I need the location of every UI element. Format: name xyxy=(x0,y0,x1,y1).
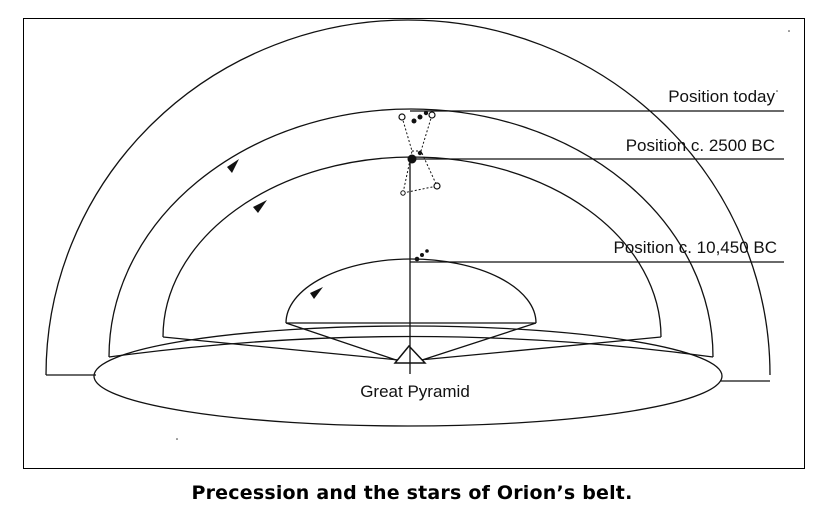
orion-belt-star-10450 xyxy=(414,256,420,262)
orion-star-2500 xyxy=(407,154,417,164)
arc-2500bc xyxy=(162,156,662,338)
label-great-pyramid: Great Pyramid xyxy=(360,382,470,401)
ground-line xyxy=(408,336,662,362)
arrow-2500-icon xyxy=(253,200,267,213)
speck xyxy=(176,438,178,440)
figure-caption: Precession and the stars of Orion’s belt… xyxy=(191,482,633,504)
label-position-today: Position today xyxy=(668,87,775,106)
arc-today xyxy=(108,108,714,358)
label-position-2500bc: Position c. 2500 BC xyxy=(626,136,775,155)
outer-dome-arc xyxy=(45,19,771,376)
orion-belt-star-10450 xyxy=(420,253,424,257)
ground-line xyxy=(418,322,537,362)
orion-star xyxy=(398,113,406,121)
orion-outline xyxy=(401,114,438,194)
ground-line xyxy=(285,322,400,362)
orion-belt-star xyxy=(417,114,423,120)
orion-star xyxy=(428,111,436,119)
speck xyxy=(788,30,790,32)
arrow-today-icon xyxy=(227,159,239,173)
horizon-ellipse xyxy=(93,325,723,427)
precession-diagram: Position today Position c. 2500 BC Posit… xyxy=(45,19,790,440)
speck xyxy=(776,90,778,92)
figure-frame: Position today Position c. 2500 BC Posit… xyxy=(23,18,805,469)
arrow-10450-icon xyxy=(310,287,323,299)
arc-10450bc xyxy=(285,258,537,324)
ground-line xyxy=(162,336,410,362)
label-position-10450bc: Position c. 10,450 BC xyxy=(614,238,777,257)
orion-star xyxy=(433,182,441,190)
orion-belt-star xyxy=(411,118,417,124)
orion-belt-star-10450 xyxy=(425,249,429,253)
orion-belt-star xyxy=(423,110,429,116)
orion-star xyxy=(400,190,406,196)
ground-lens xyxy=(108,335,714,358)
orion-belt-star xyxy=(417,150,423,156)
